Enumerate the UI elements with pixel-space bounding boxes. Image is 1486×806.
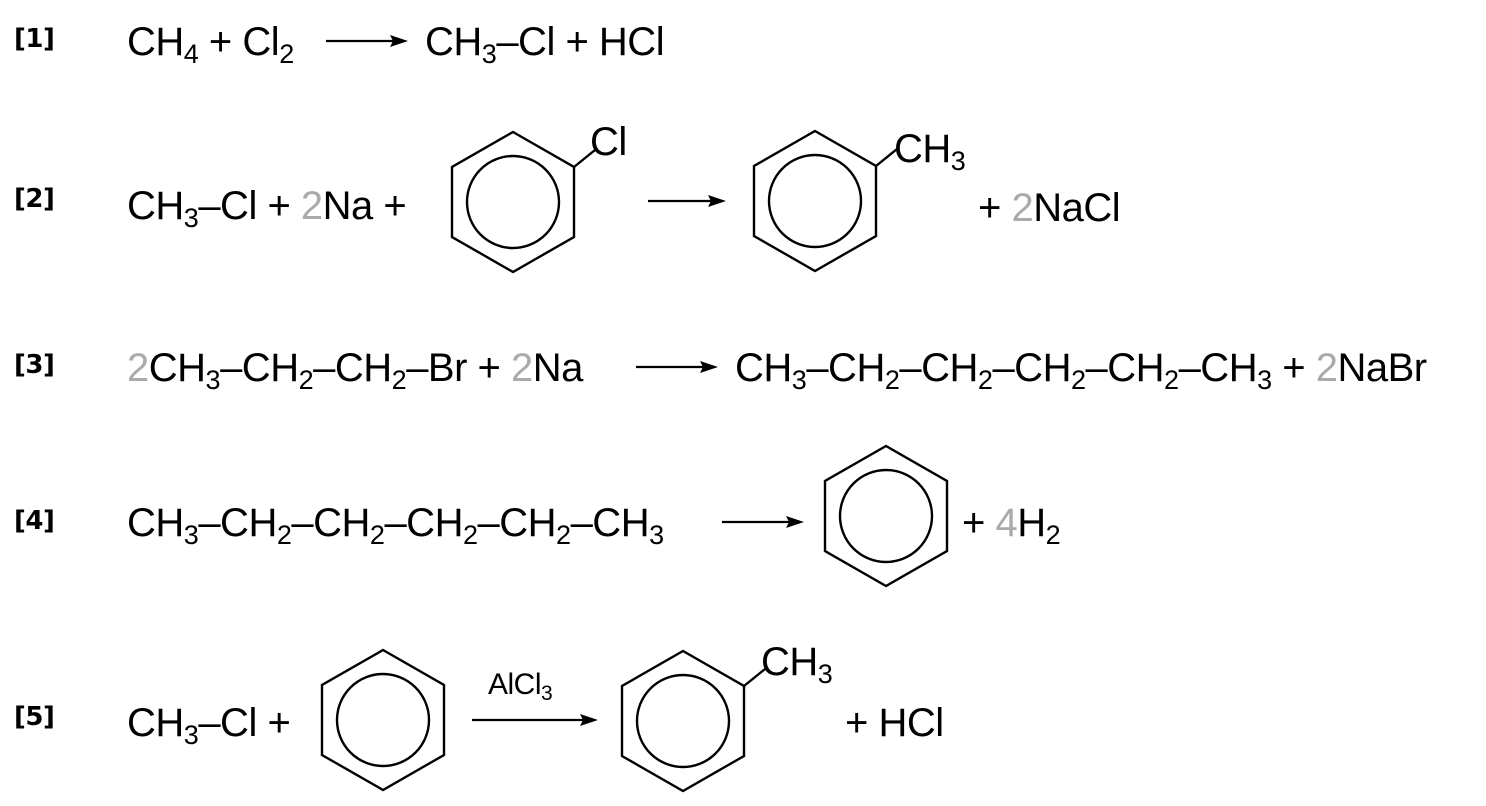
coefficient: 2 (1011, 186, 1034, 230)
reaction-tag-2: [2] (14, 184, 55, 214)
benzene-ring (320, 648, 446, 792)
toluene-substituent: CH3 (761, 640, 833, 690)
toluene-substituent: CH3 (894, 127, 966, 177)
reaction-tag-3: [3] (14, 350, 55, 380)
reaction-3-reactants: 2CH3–CH2–CH2–Br + 2Na (127, 346, 583, 396)
toluene-ring (620, 649, 766, 793)
coefficient: 2 (511, 346, 533, 390)
reaction-1-products: CH3–Cl + HCl (425, 20, 665, 70)
chlorobenzene-substituent: Cl (590, 120, 627, 164)
reaction-arrow (326, 35, 408, 47)
toluene-ring (752, 129, 898, 273)
chlorobenzene-ring (450, 130, 596, 274)
coefficient: 2 (300, 184, 323, 228)
coefficient: 4 (995, 501, 1018, 545)
coefficient: 2 (127, 346, 149, 390)
reaction-3-products: CH3–CH2–CH2–CH2–CH2–CH3 + 2NaBr (735, 346, 1427, 396)
catalyst-label: AlCl3 (488, 668, 553, 706)
reaction-arrow (472, 714, 598, 726)
reaction-5-byproduct: + HCl (845, 701, 944, 745)
reaction-tag-1: [1] (14, 24, 55, 54)
reaction-1-reactants: CH4 + Cl2 (127, 20, 294, 70)
reaction-tag-4: [4] (14, 506, 55, 536)
coefficient: 2 (1315, 346, 1338, 390)
reaction-2-reactants: CH3–Cl + 2Na + (127, 184, 407, 234)
reaction-4-reactants: CH3–CH2–CH2–CH2–CH2–CH3 (127, 501, 664, 551)
reaction-2-byproduct: + 2NaCl (978, 186, 1121, 230)
reaction-tag-5: [5] (14, 702, 55, 732)
reaction-arrow (648, 195, 726, 207)
reaction-4-byproduct: + 4H2 (962, 501, 1061, 551)
benzene-ring (823, 444, 949, 588)
reaction-arrow (636, 361, 718, 373)
reaction-arrow (722, 516, 804, 528)
reaction-5-reactants: CH3–Cl + (127, 701, 291, 751)
